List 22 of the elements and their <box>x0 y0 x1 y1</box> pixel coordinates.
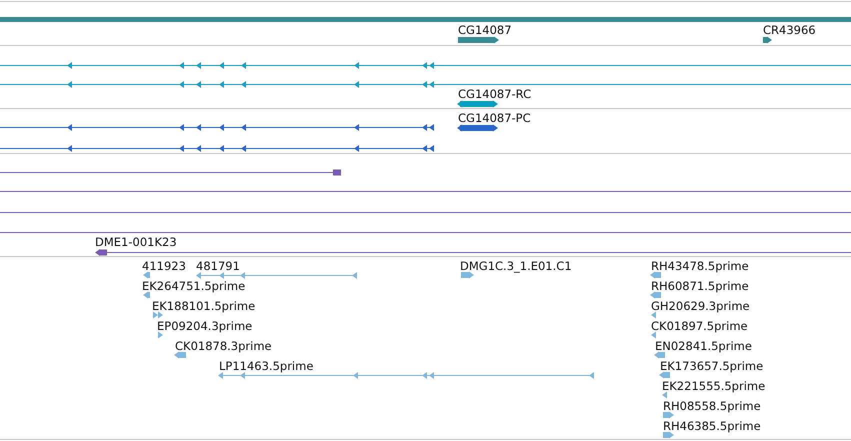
feature-label: GH20629.3prime <box>651 299 750 313</box>
feature-label: CG14087-RC <box>458 87 532 101</box>
feature-label: LP11463.5prime <box>219 359 314 373</box>
feature-label: RH08558.5prime <box>663 399 761 413</box>
feature-label: CG14087-PC <box>458 111 531 125</box>
feature-label: EN02841.5prime <box>655 339 752 353</box>
feature-label: CR43966 <box>763 23 816 37</box>
feature-label: EK264751.5prime <box>142 279 246 293</box>
feature-label: 411923 <box>142 259 186 273</box>
feature-label: CK01878.3prime <box>175 339 272 353</box>
feature-label: EK173657.5prime <box>660 359 764 373</box>
feature-label: CG14087 <box>458 23 512 37</box>
feature-label: EP09204.3prime <box>157 319 252 333</box>
feature-label: EK221555.5prime <box>662 379 766 393</box>
feature-label: 481791 <box>196 259 240 273</box>
feature-label: DME1-001K23 <box>95 235 177 249</box>
feature-label: RH46385.5prime <box>663 419 761 433</box>
feature-label: DMG1C.3_1.E01.C1 <box>460 259 572 273</box>
feature-label: EK188101.5prime <box>152 299 256 313</box>
feature-label: RH60871.5prime <box>651 279 749 293</box>
feature-label: RH43478.5prime <box>651 259 749 273</box>
feature-label: CK01897.5prime <box>651 319 748 333</box>
